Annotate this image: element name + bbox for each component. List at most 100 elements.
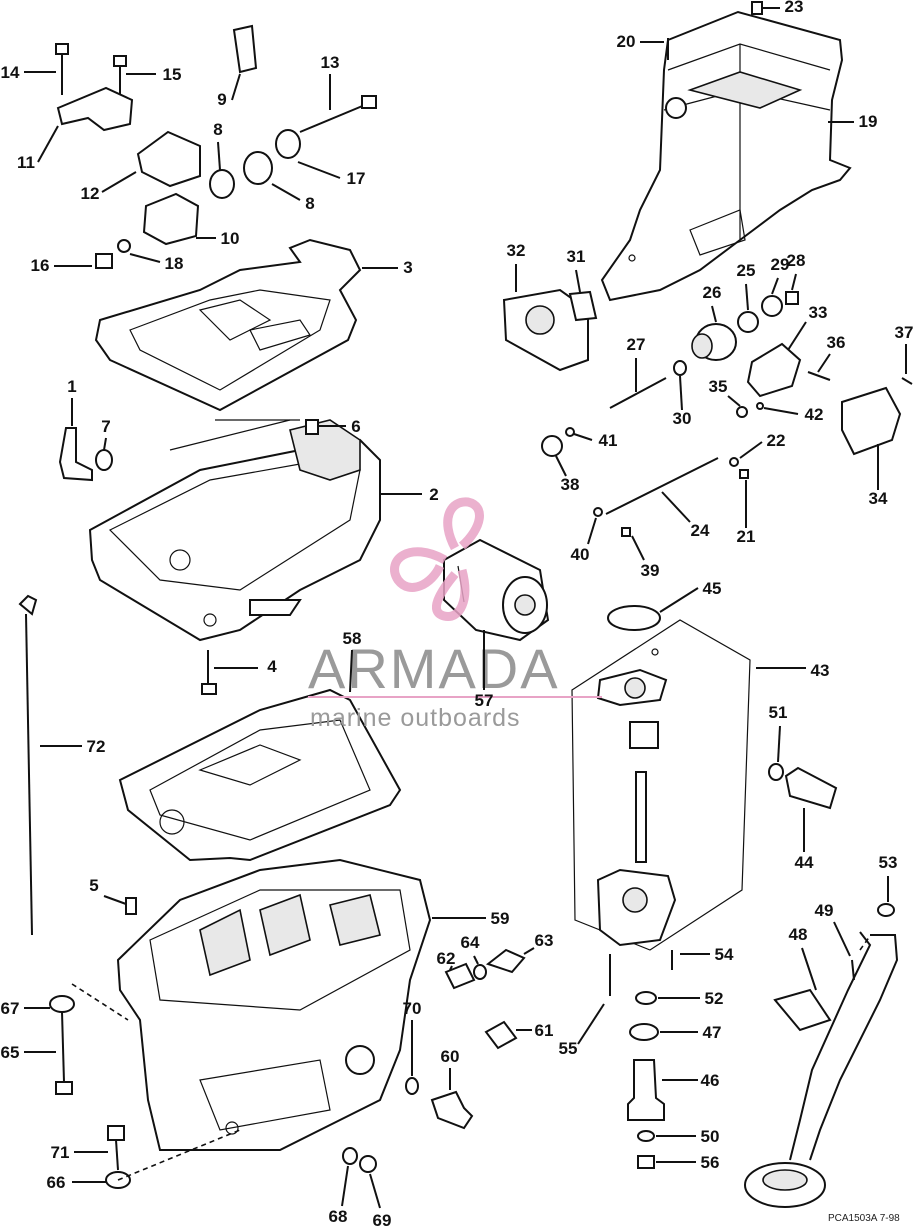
callout-35: 35	[709, 377, 728, 396]
leader-line-48	[801, 947, 817, 991]
part-2-adapter	[88, 419, 381, 642]
leader-line-12	[101, 171, 137, 193]
callout-56: 56	[701, 1153, 720, 1172]
callout-33: 33	[809, 303, 828, 322]
leader-line-22	[739, 441, 763, 459]
callout-13: 13	[321, 53, 340, 72]
callout-10: 10	[221, 229, 240, 248]
callout-48: 48	[789, 925, 808, 944]
dashed-guides	[71, 935, 871, 1181]
callout-17: 17	[347, 169, 366, 188]
leader-line-24	[661, 491, 691, 523]
callout-60: 60	[441, 1047, 460, 1066]
callout-14: 14	[1, 63, 20, 82]
callout-72: 72	[87, 737, 106, 756]
part-57-oil-filter	[443, 538, 550, 642]
leader-line-49	[833, 921, 851, 957]
callout-65: 65	[1, 1043, 20, 1062]
callout-6: 6	[351, 417, 360, 436]
callout-30: 30	[673, 409, 692, 428]
leader-line-55	[577, 1003, 605, 1045]
callout-52: 52	[705, 989, 724, 1008]
callout-42: 42	[805, 405, 824, 424]
callout-26: 26	[703, 283, 722, 302]
leader-line-41	[573, 433, 593, 441]
leader-lines	[24, 7, 907, 1209]
callout-47: 47	[703, 1023, 722, 1042]
leader-line-18	[129, 253, 161, 263]
callout-3: 3	[403, 258, 412, 277]
callout-55: 55	[559, 1039, 578, 1058]
callout-28: 28	[787, 251, 806, 270]
leader-line-36	[817, 353, 831, 373]
leader-line-51	[777, 725, 781, 763]
leader-line-5	[103, 895, 127, 905]
leader-line-40	[587, 517, 597, 545]
leader-line-31	[575, 269, 581, 293]
callout-15: 15	[163, 65, 182, 84]
leader-line-7	[103, 437, 107, 451]
leader-line-64	[473, 955, 479, 965]
leader-line-45	[659, 587, 699, 613]
leader-line-63	[523, 947, 535, 955]
part-3-gasket	[94, 238, 362, 412]
leader-line-25	[745, 283, 749, 311]
part-48-pickup-tube	[744, 931, 899, 1208]
callout-58: 58	[343, 629, 362, 648]
callout-12: 12	[81, 184, 100, 203]
leader-line-38	[555, 455, 567, 477]
callout-7: 7	[101, 417, 110, 436]
callout-46: 46	[701, 1071, 720, 1090]
callout-43: 43	[811, 661, 830, 680]
callout-9: 9	[217, 90, 226, 109]
callout-29: 29	[771, 255, 790, 274]
callout-37: 37	[895, 323, 914, 342]
leader-line-17	[297, 161, 341, 179]
leader-line-33	[787, 321, 807, 351]
callout-4: 4	[267, 657, 277, 676]
callout-66: 66	[47, 1173, 66, 1192]
callout-51: 51	[769, 703, 788, 722]
leader-line-35	[727, 395, 741, 407]
callout-34: 34	[869, 489, 888, 508]
part-58-gasket	[118, 688, 402, 862]
callout-49: 49	[815, 901, 834, 920]
callout-67: 67	[1, 999, 20, 1018]
callout-18: 18	[165, 254, 184, 273]
callout-20: 20	[617, 32, 636, 51]
callout-69: 69	[373, 1211, 392, 1228]
callout-36: 36	[827, 333, 846, 352]
part-72-dipstick	[18, 594, 38, 936]
leader-line-9	[231, 73, 241, 101]
leader-line-39	[631, 535, 645, 561]
callout-16: 16	[31, 256, 50, 275]
callout-70: 70	[403, 999, 422, 1018]
callout-22: 22	[767, 431, 786, 450]
callout-39: 39	[641, 561, 660, 580]
leader-line-11	[37, 125, 59, 163]
leader-line-26	[711, 305, 717, 323]
callout-40: 40	[571, 545, 590, 564]
leader-line-58	[349, 649, 353, 693]
callout-31: 31	[567, 247, 586, 266]
leader-line-29	[771, 277, 779, 295]
callout-8: 8	[305, 194, 314, 213]
callout-63: 63	[535, 931, 554, 950]
callout-1: 1	[67, 377, 76, 396]
callout-64: 64	[461, 933, 480, 952]
small-parts	[49, 1, 913, 1189]
callout-23: 23	[785, 0, 804, 16]
callout-62: 62	[437, 949, 456, 968]
callout-57: 57	[475, 691, 494, 710]
leader-line-62	[449, 965, 453, 971]
leader-line-69	[369, 1173, 381, 1209]
part-43-oil-pump	[571, 619, 751, 951]
callout-19: 19	[859, 112, 878, 131]
callout-27: 27	[627, 335, 646, 354]
callout-53: 53	[879, 853, 898, 872]
callout-61: 61	[535, 1021, 554, 1040]
leader-line-68	[341, 1165, 349, 1207]
callout-2: 2	[429, 485, 438, 504]
leader-line-8	[217, 141, 221, 171]
